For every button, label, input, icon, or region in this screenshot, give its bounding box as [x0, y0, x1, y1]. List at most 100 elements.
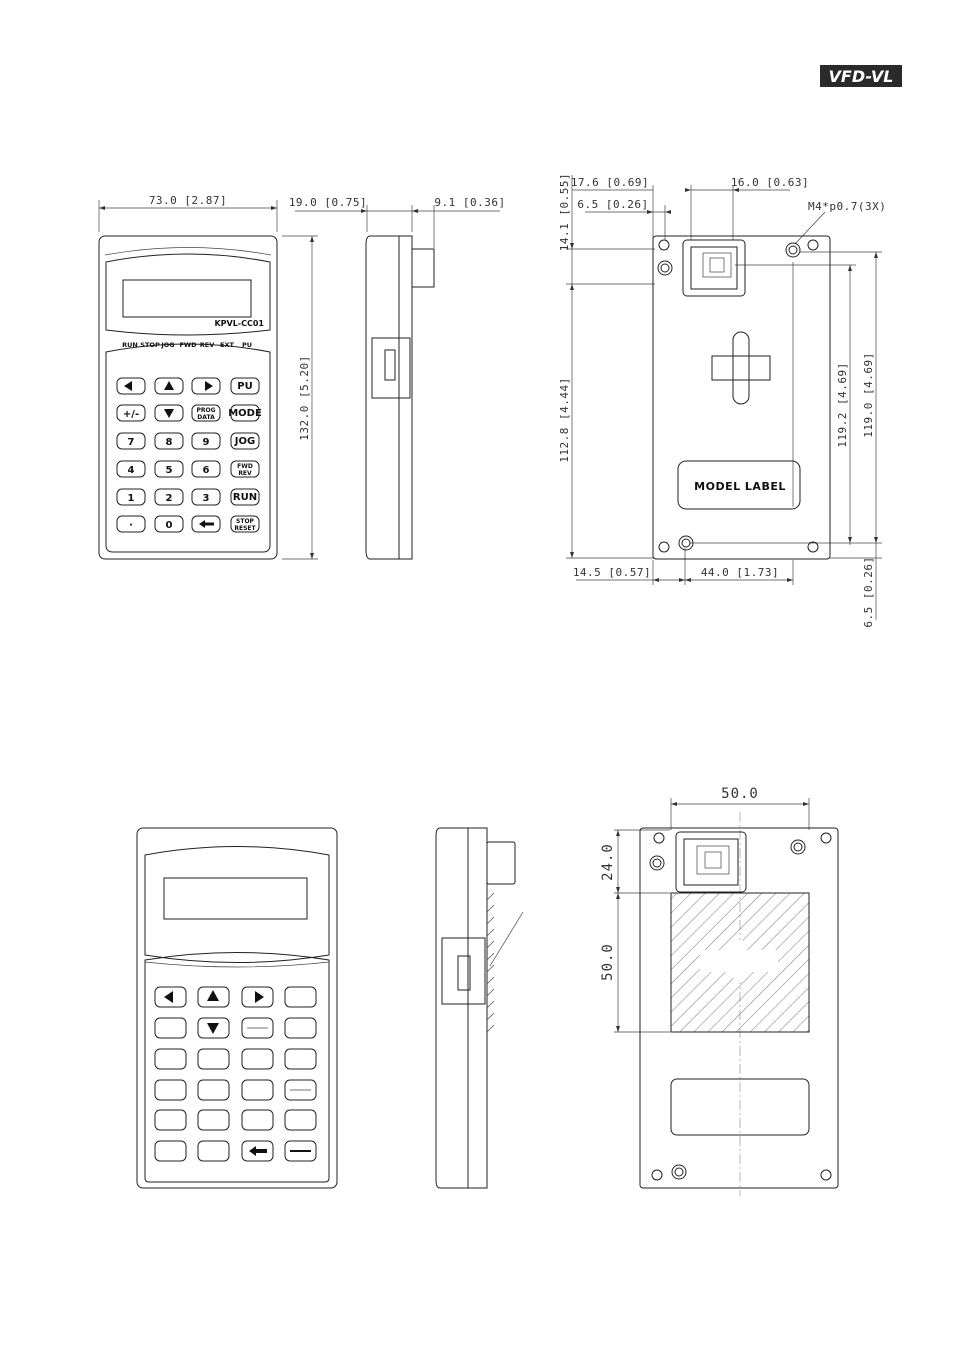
svg-text:8: 8	[166, 437, 173, 448]
indicator-fwd: FWD	[179, 341, 197, 349]
dim-back-44-0: 44.0 [1.73]	[701, 566, 779, 579]
indicator-pu: PU	[242, 341, 252, 349]
key-down[interactable]	[154, 404, 184, 422]
model-label-box	[677, 460, 801, 510]
svg-text:FWD: FWD	[237, 463, 253, 470]
svg-text:PU: PU	[237, 381, 252, 392]
svg-text:3: 3	[203, 493, 210, 504]
svg-text:6: 6	[203, 465, 210, 476]
side-clip	[371, 337, 411, 399]
dim-back-119-0: 119.0 [4.69]	[862, 352, 875, 437]
dim-back-17-6: 17.6 [0.69]	[571, 176, 649, 189]
keypad-back-view: 17.6 [0.69] 16.0 [0.63] 6.5 [0.26] M4*p0…	[558, 173, 886, 628]
back-body	[652, 235, 831, 560]
indicator-stop: STOP	[140, 341, 160, 349]
svg-text:DATA: DATA	[197, 414, 215, 421]
brand-logo-text: VFD-VL	[829, 67, 894, 86]
svg-text:1: 1	[128, 493, 135, 504]
screw-hole	[678, 535, 694, 551]
key-jog[interactable]: JOG	[230, 432, 260, 450]
dim-bottom-50-height: 50.0	[600, 943, 616, 981]
indicator-run: RUN	[122, 341, 138, 349]
cutout-side-view	[435, 827, 524, 1189]
screw-hole	[657, 260, 673, 276]
svg-text:9: 9	[203, 437, 210, 448]
dim-bottom-24: 24.0	[600, 843, 616, 881]
indicator-jog: JOG	[160, 341, 174, 349]
mounting-slot	[711, 331, 771, 405]
key-pu[interactable]: PU	[230, 377, 260, 395]
rj45-port	[682, 239, 746, 297]
key-mode[interactable]: MODE	[228, 404, 262, 422]
dim-front-height: 132.0 [5.20]	[298, 355, 311, 440]
keypad-display-bezel	[105, 253, 271, 336]
svg-text:+/-: +/-	[123, 409, 139, 420]
corner-hole	[807, 239, 819, 251]
keypad-front-view: 73.0 [2.87] 132.0 [5.20] KPVL-CC01 RUN S…	[98, 194, 318, 560]
svg-text:PROG: PROG	[196, 407, 215, 414]
svg-text:·: ·	[129, 520, 133, 531]
svg-text:7: 7	[128, 437, 135, 448]
svg-text:MODE: MODE	[228, 408, 262, 419]
dim-back-16-0: 16.0 [0.63]	[731, 176, 809, 189]
screw-hole	[785, 242, 801, 258]
key-back[interactable]	[191, 515, 221, 533]
dim-front-width: 73.0 [2.87]	[149, 194, 227, 207]
right-arrow-icon	[205, 381, 213, 391]
brand-logo: VFD-VL	[820, 65, 902, 87]
keypad-side-view: 19.0 [0.75] 9.1 [0.36]	[289, 196, 505, 560]
key-0[interactable]: 0	[154, 515, 184, 533]
corner-hole	[658, 541, 670, 553]
corner-hole	[807, 541, 819, 553]
key-run[interactable]: RUN	[230, 488, 260, 506]
key-6[interactable]: 6	[191, 460, 221, 478]
key-4[interactable]: 4	[116, 460, 146, 478]
svg-text:0: 0	[166, 520, 173, 531]
key-2[interactable]: 2	[154, 488, 184, 506]
indicator-row: RUN STOP JOG FWD REV EXT PU	[122, 341, 252, 349]
dim-back-6-5-top: 6.5 [0.26]	[577, 198, 648, 211]
key-dot[interactable]: ·	[116, 515, 146, 533]
svg-text:2: 2	[166, 493, 173, 504]
svg-text:STOP: STOP	[236, 518, 255, 525]
svg-text:5: 5	[166, 465, 173, 476]
key-8[interactable]: 8	[154, 432, 184, 450]
key-1[interactable]: 1	[116, 488, 146, 506]
key-left[interactable]	[116, 377, 146, 395]
key-up[interactable]	[154, 377, 184, 395]
dim-back-6-5-bottom: 6.5 [0.26]	[862, 556, 875, 627]
key-9[interactable]: 9	[191, 432, 221, 450]
model-label-text: MODEL LABEL	[694, 480, 786, 493]
key-plus-minus[interactable]: +/-	[116, 404, 146, 422]
dim-back-14-1: 14.1 [0.55]	[558, 173, 571, 251]
cutout-back-view: 50.0 24.0 50.0	[600, 786, 839, 1196]
svg-text:RUN: RUN	[233, 492, 257, 503]
svg-text:JOG: JOG	[234, 436, 255, 447]
keypad-model-label: KPVL-CC01	[214, 319, 264, 328]
down-arrow-icon	[164, 409, 174, 418]
key-7[interactable]: 7	[116, 432, 146, 450]
dim-back-119-2: 119.2 [4.69]	[836, 362, 849, 447]
up-arrow-icon	[164, 381, 174, 390]
keypad-body	[98, 235, 278, 560]
dim-side-depth: 19.0 [0.75]	[289, 196, 367, 209]
cutout-front-view	[136, 827, 338, 1189]
dim-back-14-5: 14.5 [0.57]	[573, 566, 651, 579]
dim-back-screw: M4*p0.7(3X)	[808, 200, 886, 213]
corner-hole	[658, 239, 670, 251]
indicator-ext: EXT	[220, 341, 234, 349]
svg-text:RESET: RESET	[234, 525, 256, 532]
dim-bottom-50-width: 50.0	[721, 786, 759, 802]
left-arrow-icon	[124, 381, 132, 391]
key-5[interactable]: 5	[154, 460, 184, 478]
keypad-key-area	[105, 343, 271, 553]
lcd-display	[122, 279, 252, 318]
key-right[interactable]	[191, 377, 221, 395]
key-3[interactable]: 3	[191, 488, 221, 506]
side-connector	[411, 248, 435, 288]
svg-text:4: 4	[128, 465, 135, 476]
